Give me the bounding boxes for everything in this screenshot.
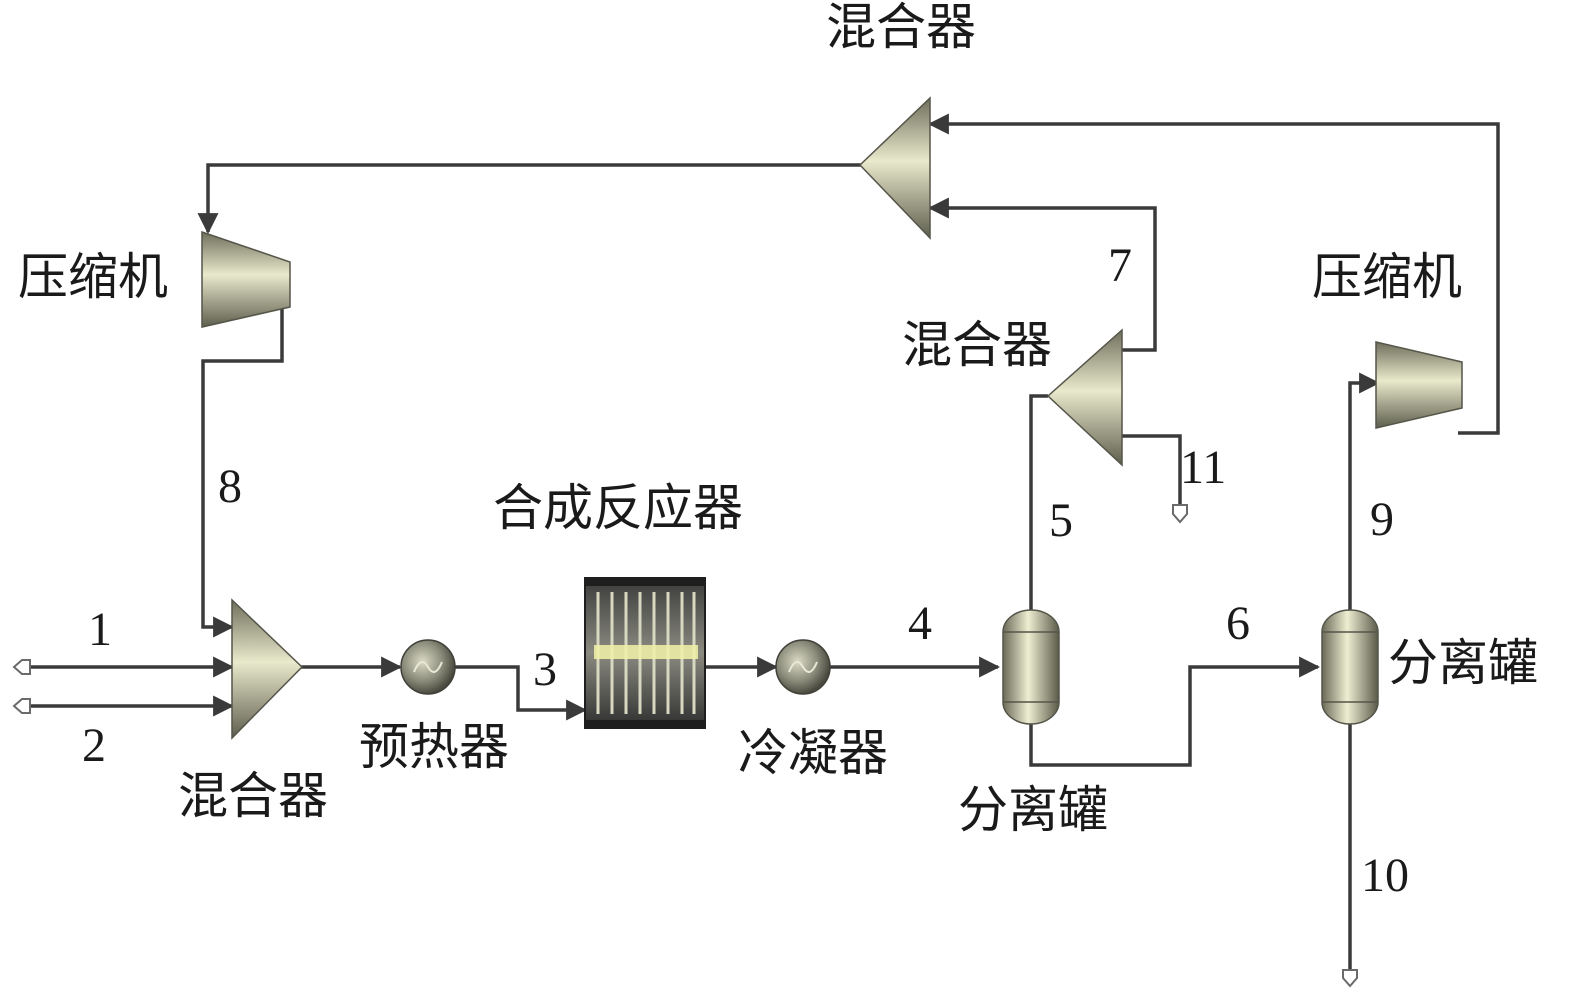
separator-2-label: 分离罐 [1388,634,1538,692]
compressor-left-shape [201,230,291,328]
stream-11-number: 11 [1180,441,1227,494]
mixer-bottom-label: 混合器 [178,767,328,825]
stream-9-pipe [1348,372,1381,613]
compressor-right-shape [1375,341,1463,429]
compressor-right-label: 压缩机 [1312,248,1462,306]
stream-11-pipe [1118,434,1182,505]
reactor-shape [584,577,706,729]
stream-1-number: 1 [88,603,112,656]
stream-10-port [1342,969,1358,988]
preheater-shape [400,639,456,695]
mixer-mid-shape [1046,328,1123,467]
stream-3-number: 3 [533,643,557,696]
pipes [30,113,1500,970]
condenser-shape [775,639,831,695]
separator-1-shape [1002,609,1060,725]
stream-9-number: 9 [1370,493,1394,546]
stream-8-pipe [201,307,284,638]
stream-5-pipe [1029,394,1048,613]
stream-1-port [12,659,31,675]
mixer-top-shape [858,96,931,240]
stream-11-port [1172,504,1188,524]
recycle-pipe-right [927,113,1500,435]
stream-2-port [12,698,31,714]
stream-7-pipe [927,197,1157,352]
reactor-label: 合成反应器 [493,479,743,537]
condenser-label: 冷凝器 [738,724,888,782]
stream-6-number: 6 [1226,597,1250,650]
stream-4-number: 4 [908,597,932,650]
separator-2-shape [1321,609,1379,725]
mixer-bottom-shape [231,598,304,740]
recycle-pipe-top [197,163,862,235]
stream-2-number: 2 [82,719,106,772]
stream-3-pipe [455,665,588,721]
stream-5-number: 5 [1049,494,1073,547]
separator-1-label: 分离罐 [958,781,1108,839]
stream-10-number: 10 [1361,849,1409,902]
stream-8-number: 8 [218,460,242,513]
compressor-left-label: 压缩机 [18,248,168,306]
port-markers [12,504,1358,988]
stream-6-pipe [1029,656,1321,767]
stream-7-number: 7 [1108,239,1132,292]
mixer-top-label: 混合器 [826,0,976,56]
preheater-label: 预热器 [359,718,509,776]
mixer-mid-label: 混合器 [902,316,1052,374]
